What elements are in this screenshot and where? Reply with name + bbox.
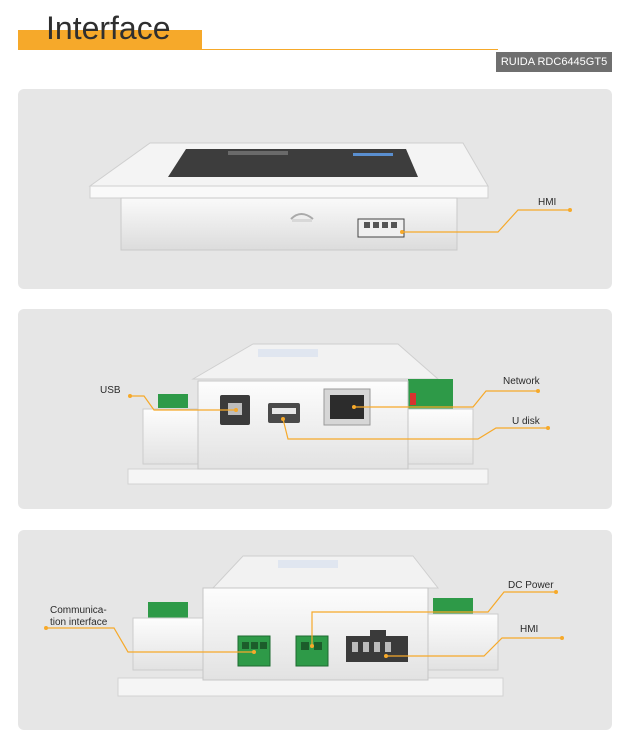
model-badge: RUIDA RDC6445GT5	[496, 52, 612, 72]
hmi-label-rear: HMI	[520, 624, 539, 635]
controller-rear-illustration	[44, 555, 564, 697]
dc-power-label: DC Power	[508, 580, 554, 591]
network-label: Network	[503, 376, 540, 387]
panel-hmi-view: HMI	[18, 89, 612, 289]
communication-label-line2: tion interface	[50, 617, 108, 628]
title-underline	[200, 49, 498, 50]
hmi-device-illustration	[88, 142, 572, 251]
page-title: Interface	[46, 10, 171, 46]
panel-power-comm-view: Communica- tion interface DC Power HMI	[18, 530, 612, 730]
hmi-label: HMI	[538, 197, 557, 208]
page-header: Interface RUIDA RDC6445GT5	[0, 0, 632, 80]
usb-label: USB	[100, 385, 121, 396]
title-accent-bar	[18, 30, 202, 50]
panel-usb-network-view: USB Network U disk	[18, 309, 612, 509]
communication-label-line1: Communica-	[50, 605, 107, 616]
udisk-label: U disk	[512, 416, 540, 427]
controller-front-illustration	[127, 343, 550, 485]
